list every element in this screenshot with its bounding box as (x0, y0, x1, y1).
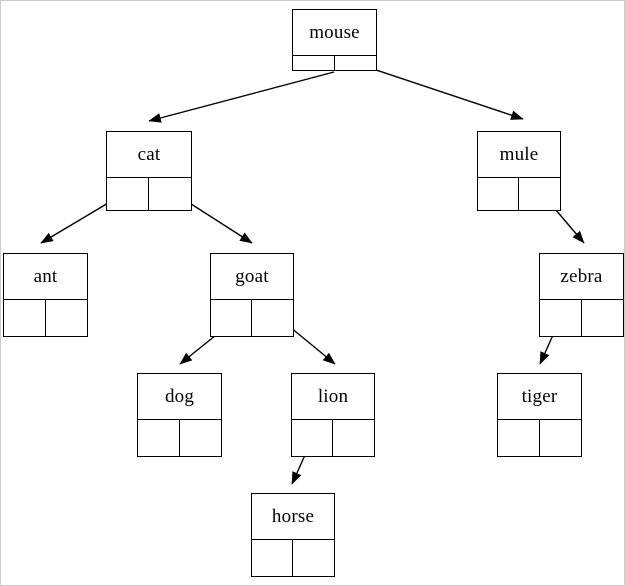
right-pointer-cell-mule[interactable] (519, 178, 560, 210)
tree-node-lion[interactable]: lion (291, 373, 375, 457)
node-pointers-tiger (498, 420, 581, 456)
left-pointer-cell-ant[interactable] (4, 300, 46, 336)
left-pointer-cell-mule[interactable] (478, 178, 519, 210)
node-pointers-horse (252, 540, 334, 576)
node-pointers-ant (4, 300, 87, 336)
right-pointer-cell-cat[interactable] (149, 178, 191, 210)
node-pointers-goat (211, 300, 293, 336)
tree-edge-mouse-mule (357, 63, 524, 120)
node-label-lion: lion (292, 374, 374, 420)
node-pointers-mouse (293, 56, 376, 70)
node-label-tiger: tiger (498, 374, 581, 420)
tree-node-ant[interactable]: ant (3, 253, 88, 337)
node-label-mouse: mouse (293, 10, 376, 56)
node-pointers-zebra (540, 300, 623, 336)
right-pointer-cell-horse[interactable] (293, 540, 334, 576)
tree-node-cat[interactable]: cat (106, 131, 192, 211)
node-pointers-cat (107, 178, 191, 210)
right-pointer-cell-zebra[interactable] (582, 300, 624, 336)
left-pointer-cell-cat[interactable] (107, 178, 149, 210)
node-label-mule: mule (478, 132, 560, 178)
left-pointer-cell-mouse[interactable] (293, 56, 335, 70)
left-pointer-cell-tiger[interactable] (498, 420, 540, 456)
right-pointer-cell-ant[interactable] (46, 300, 88, 336)
node-label-dog: dog (138, 374, 221, 420)
node-label-horse: horse (252, 494, 334, 540)
node-label-ant: ant (4, 254, 87, 300)
tree-node-zebra[interactable]: zebra (539, 253, 624, 337)
right-pointer-cell-tiger[interactable] (540, 420, 582, 456)
tree-node-mule[interactable]: mule (477, 131, 561, 211)
left-pointer-cell-goat[interactable] (211, 300, 252, 336)
left-pointer-cell-horse[interactable] (252, 540, 293, 576)
tree-node-goat[interactable]: goat (210, 253, 294, 337)
right-pointer-cell-dog[interactable] (180, 420, 222, 456)
tree-node-tiger[interactable]: tiger (497, 373, 582, 457)
left-pointer-cell-lion[interactable] (292, 420, 333, 456)
tree-node-horse[interactable]: horse (251, 493, 335, 577)
left-pointer-cell-dog[interactable] (138, 420, 180, 456)
tree-node-mouse[interactable]: mouse (292, 9, 377, 71)
right-pointer-cell-mouse[interactable] (335, 56, 377, 70)
tree-edge-mouse-cat (148, 71, 335, 123)
node-pointers-lion (292, 420, 374, 456)
node-label-cat: cat (107, 132, 191, 178)
right-pointer-cell-lion[interactable] (333, 420, 374, 456)
node-pointers-mule (478, 178, 560, 210)
node-label-goat: goat (211, 254, 293, 300)
node-pointers-dog (138, 420, 221, 456)
left-pointer-cell-zebra[interactable] (540, 300, 582, 336)
node-label-zebra: zebra (540, 254, 623, 300)
tree-node-dog[interactable]: dog (137, 373, 222, 457)
right-pointer-cell-goat[interactable] (252, 300, 293, 336)
